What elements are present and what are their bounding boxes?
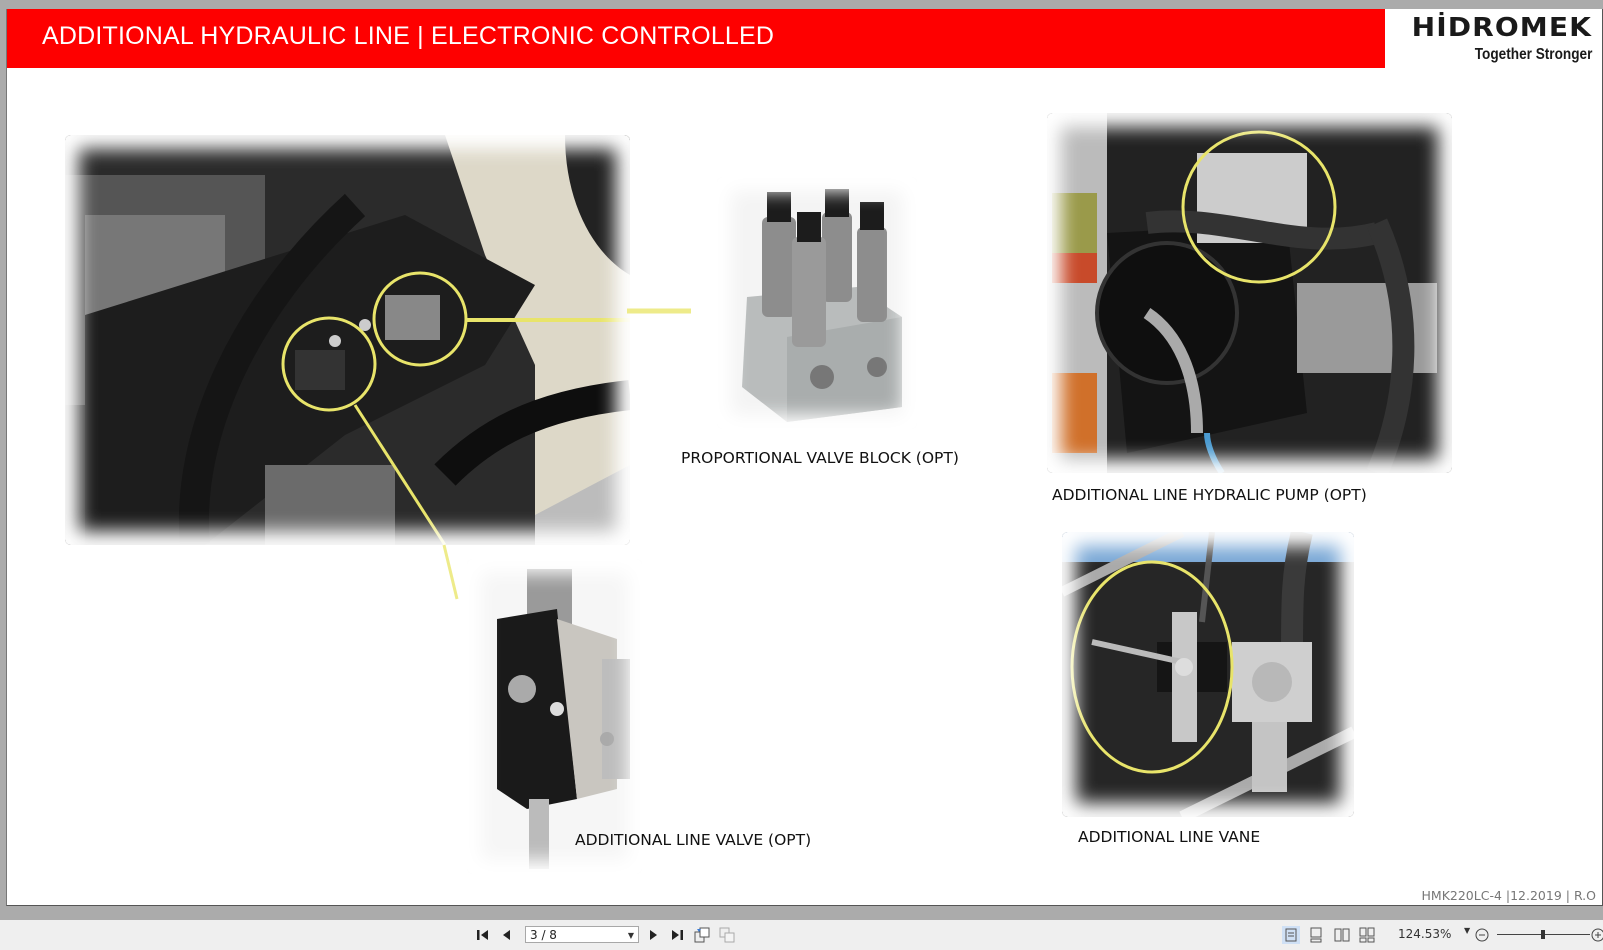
previous-page-icon (503, 930, 510, 940)
first-page-icon (477, 930, 488, 940)
next-page-icon (650, 930, 657, 940)
single-page-view-icon (1285, 928, 1297, 942)
facing-pages-view-button[interactable] (1333, 926, 1351, 944)
facing-continuous-view-icon (1359, 927, 1375, 943)
continuous-view-icon (1310, 927, 1322, 943)
page-number-selector[interactable]: 3 / 8 ▼ (525, 926, 639, 943)
rotate-page-button[interactable] (694, 927, 710, 943)
chevron-down-icon: ▼ (627, 931, 634, 940)
document-viewer: ADDITIONAL HYDRAULIC LINE | ELECTRONIC C… (6, 9, 1603, 906)
caption-hydraulic-pump: ADDITIONAL LINE HYDRALIC PUMP (OPT) (1052, 486, 1367, 504)
engine-bay-photo (65, 135, 630, 545)
zoom-level-value[interactable]: 124.53% (1398, 927, 1452, 941)
zoom-dropdown-icon[interactable]: ▼ (1464, 926, 1471, 935)
copy-page-button[interactable] (719, 927, 735, 943)
zoom-slider-thumb[interactable] (1541, 930, 1545, 939)
continuous-view-button[interactable] (1307, 926, 1325, 944)
hydraulic-pump-photo (1047, 113, 1452, 473)
brand-logo: HİDROMEK Together Stronger (1385, 9, 1602, 77)
page-rotate-icon (694, 927, 710, 943)
page-copy-icon (719, 927, 735, 943)
zoom-in-button[interactable] (1590, 927, 1603, 943)
title-bar: ADDITIONAL HYDRAULIC LINE | ELECTRONIC C… (7, 9, 1385, 68)
proportional-valve-photo (717, 177, 917, 429)
first-page-button[interactable] (475, 927, 491, 943)
facing-continuous-view-button[interactable] (1358, 926, 1376, 944)
next-page-button[interactable] (645, 927, 661, 943)
facing-pages-view-icon (1334, 928, 1350, 942)
last-page-icon (672, 930, 683, 940)
slide-title: ADDITIONAL HYDRAULIC LINE | ELECTRONIC C… (42, 22, 775, 50)
document-footer-code: HMK220LC-4 |12.2019 | R.O (1421, 888, 1596, 903)
single-page-view-button[interactable] (1282, 926, 1300, 944)
last-page-button[interactable] (669, 927, 685, 943)
brand-tagline: Together Stronger (1474, 46, 1592, 63)
callout-lines (442, 308, 691, 600)
zoom-out-icon (1475, 928, 1489, 942)
page-indicator: 3 / 8 (530, 928, 557, 942)
brand-name: HİDROMEK (1411, 13, 1592, 43)
additional-line-vane-photo (1062, 532, 1354, 817)
previous-page-button[interactable] (499, 927, 515, 943)
slide-page: ADDITIONAL HYDRAULIC LINE | ELECTRONIC C… (6, 9, 1603, 906)
zoom-in-icon (1591, 928, 1603, 942)
caption-proportional-valve: PROPORTIONAL VALVE BLOCK (OPT) (681, 449, 959, 467)
viewer-toolbar: 3 / 8 ▼ 124.53% ▼ (0, 920, 1603, 950)
caption-line-valve: ADDITIONAL LINE VALVE (OPT) (575, 831, 812, 849)
additional-line-valve-photo (467, 559, 642, 874)
zoom-out-button[interactable] (1474, 927, 1490, 943)
caption-line-vane: ADDITIONAL LINE VANE (1078, 828, 1261, 846)
